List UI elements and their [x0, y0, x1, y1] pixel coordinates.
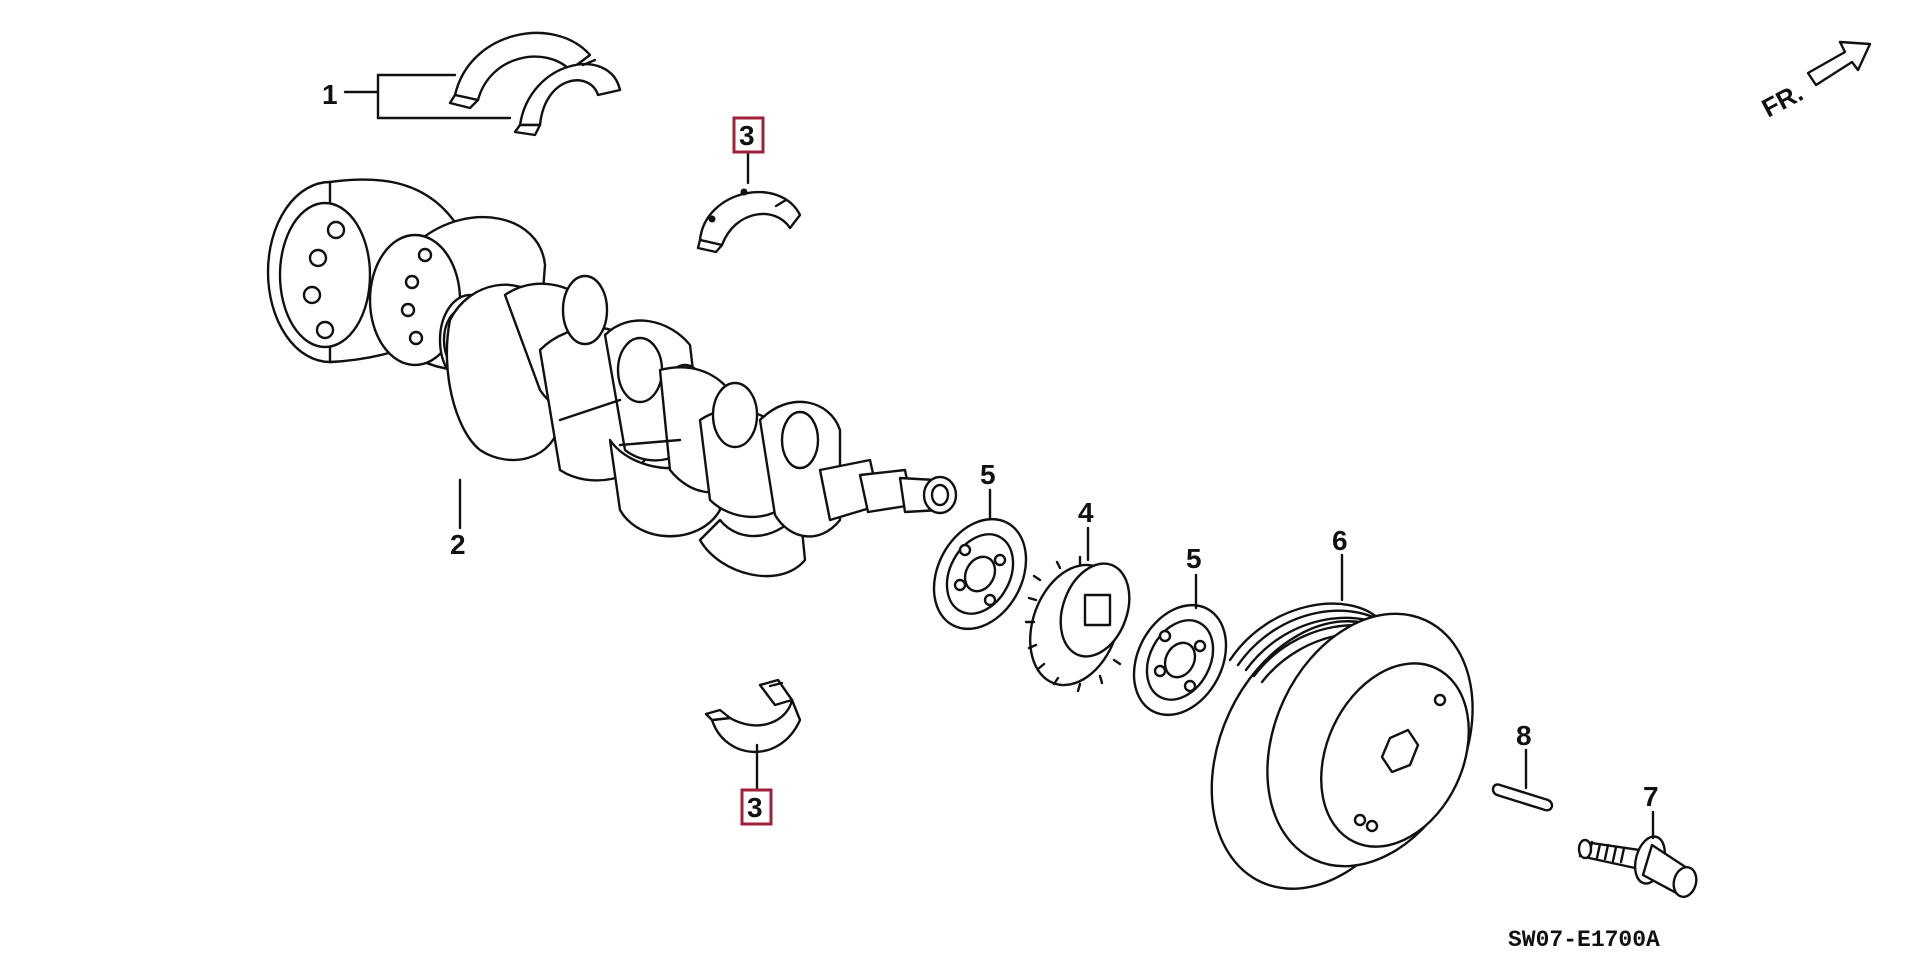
crank-pulley-part[interactable] [1170, 580, 1512, 924]
belt-guide-rear-part[interactable] [1116, 589, 1245, 731]
front-direction-indicator: FR. [1757, 40, 1872, 123]
belt-guide-front-part[interactable] [916, 503, 1045, 645]
callout-4-label[interactable]: 4 [1078, 497, 1094, 528]
callout-3-upper-box[interactable]: 3 [732, 116, 765, 154]
main-bearing-halves-part[interactable] [448, 31, 622, 137]
callout-3-lower-label[interactable]: 3 [747, 792, 763, 823]
drive-pulley-part[interactable] [1014, 552, 1141, 697]
drawing-code: SW07-E1700A [1508, 927, 1660, 953]
rod-bearing-upper-part[interactable] [696, 188, 802, 254]
callout-3-lower-box[interactable]: 3 [740, 788, 773, 826]
callout-8-label[interactable]: 8 [1516, 720, 1532, 751]
woodruff-key-part[interactable] [1491, 783, 1554, 812]
front-direction-label: FR. [1757, 77, 1808, 123]
rod-bearing-lower-part[interactable] [704, 678, 802, 754]
callout-5-front-label[interactable]: 5 [980, 459, 996, 490]
callout-2-label[interactable]: 2 [450, 529, 466, 560]
callout-1-label[interactable]: 1 [322, 79, 338, 110]
crankshaft-part[interactable] [266, 178, 958, 578]
callout-1-leader [343, 73, 512, 120]
pulley-bolt-part[interactable] [1577, 833, 1700, 899]
callout-6-label[interactable]: 6 [1332, 525, 1348, 556]
callout-5-rear-label[interactable]: 5 [1186, 543, 1202, 574]
callout-3-upper-label[interactable]: 3 [739, 120, 755, 151]
callout-7-label[interactable]: 7 [1643, 781, 1659, 812]
